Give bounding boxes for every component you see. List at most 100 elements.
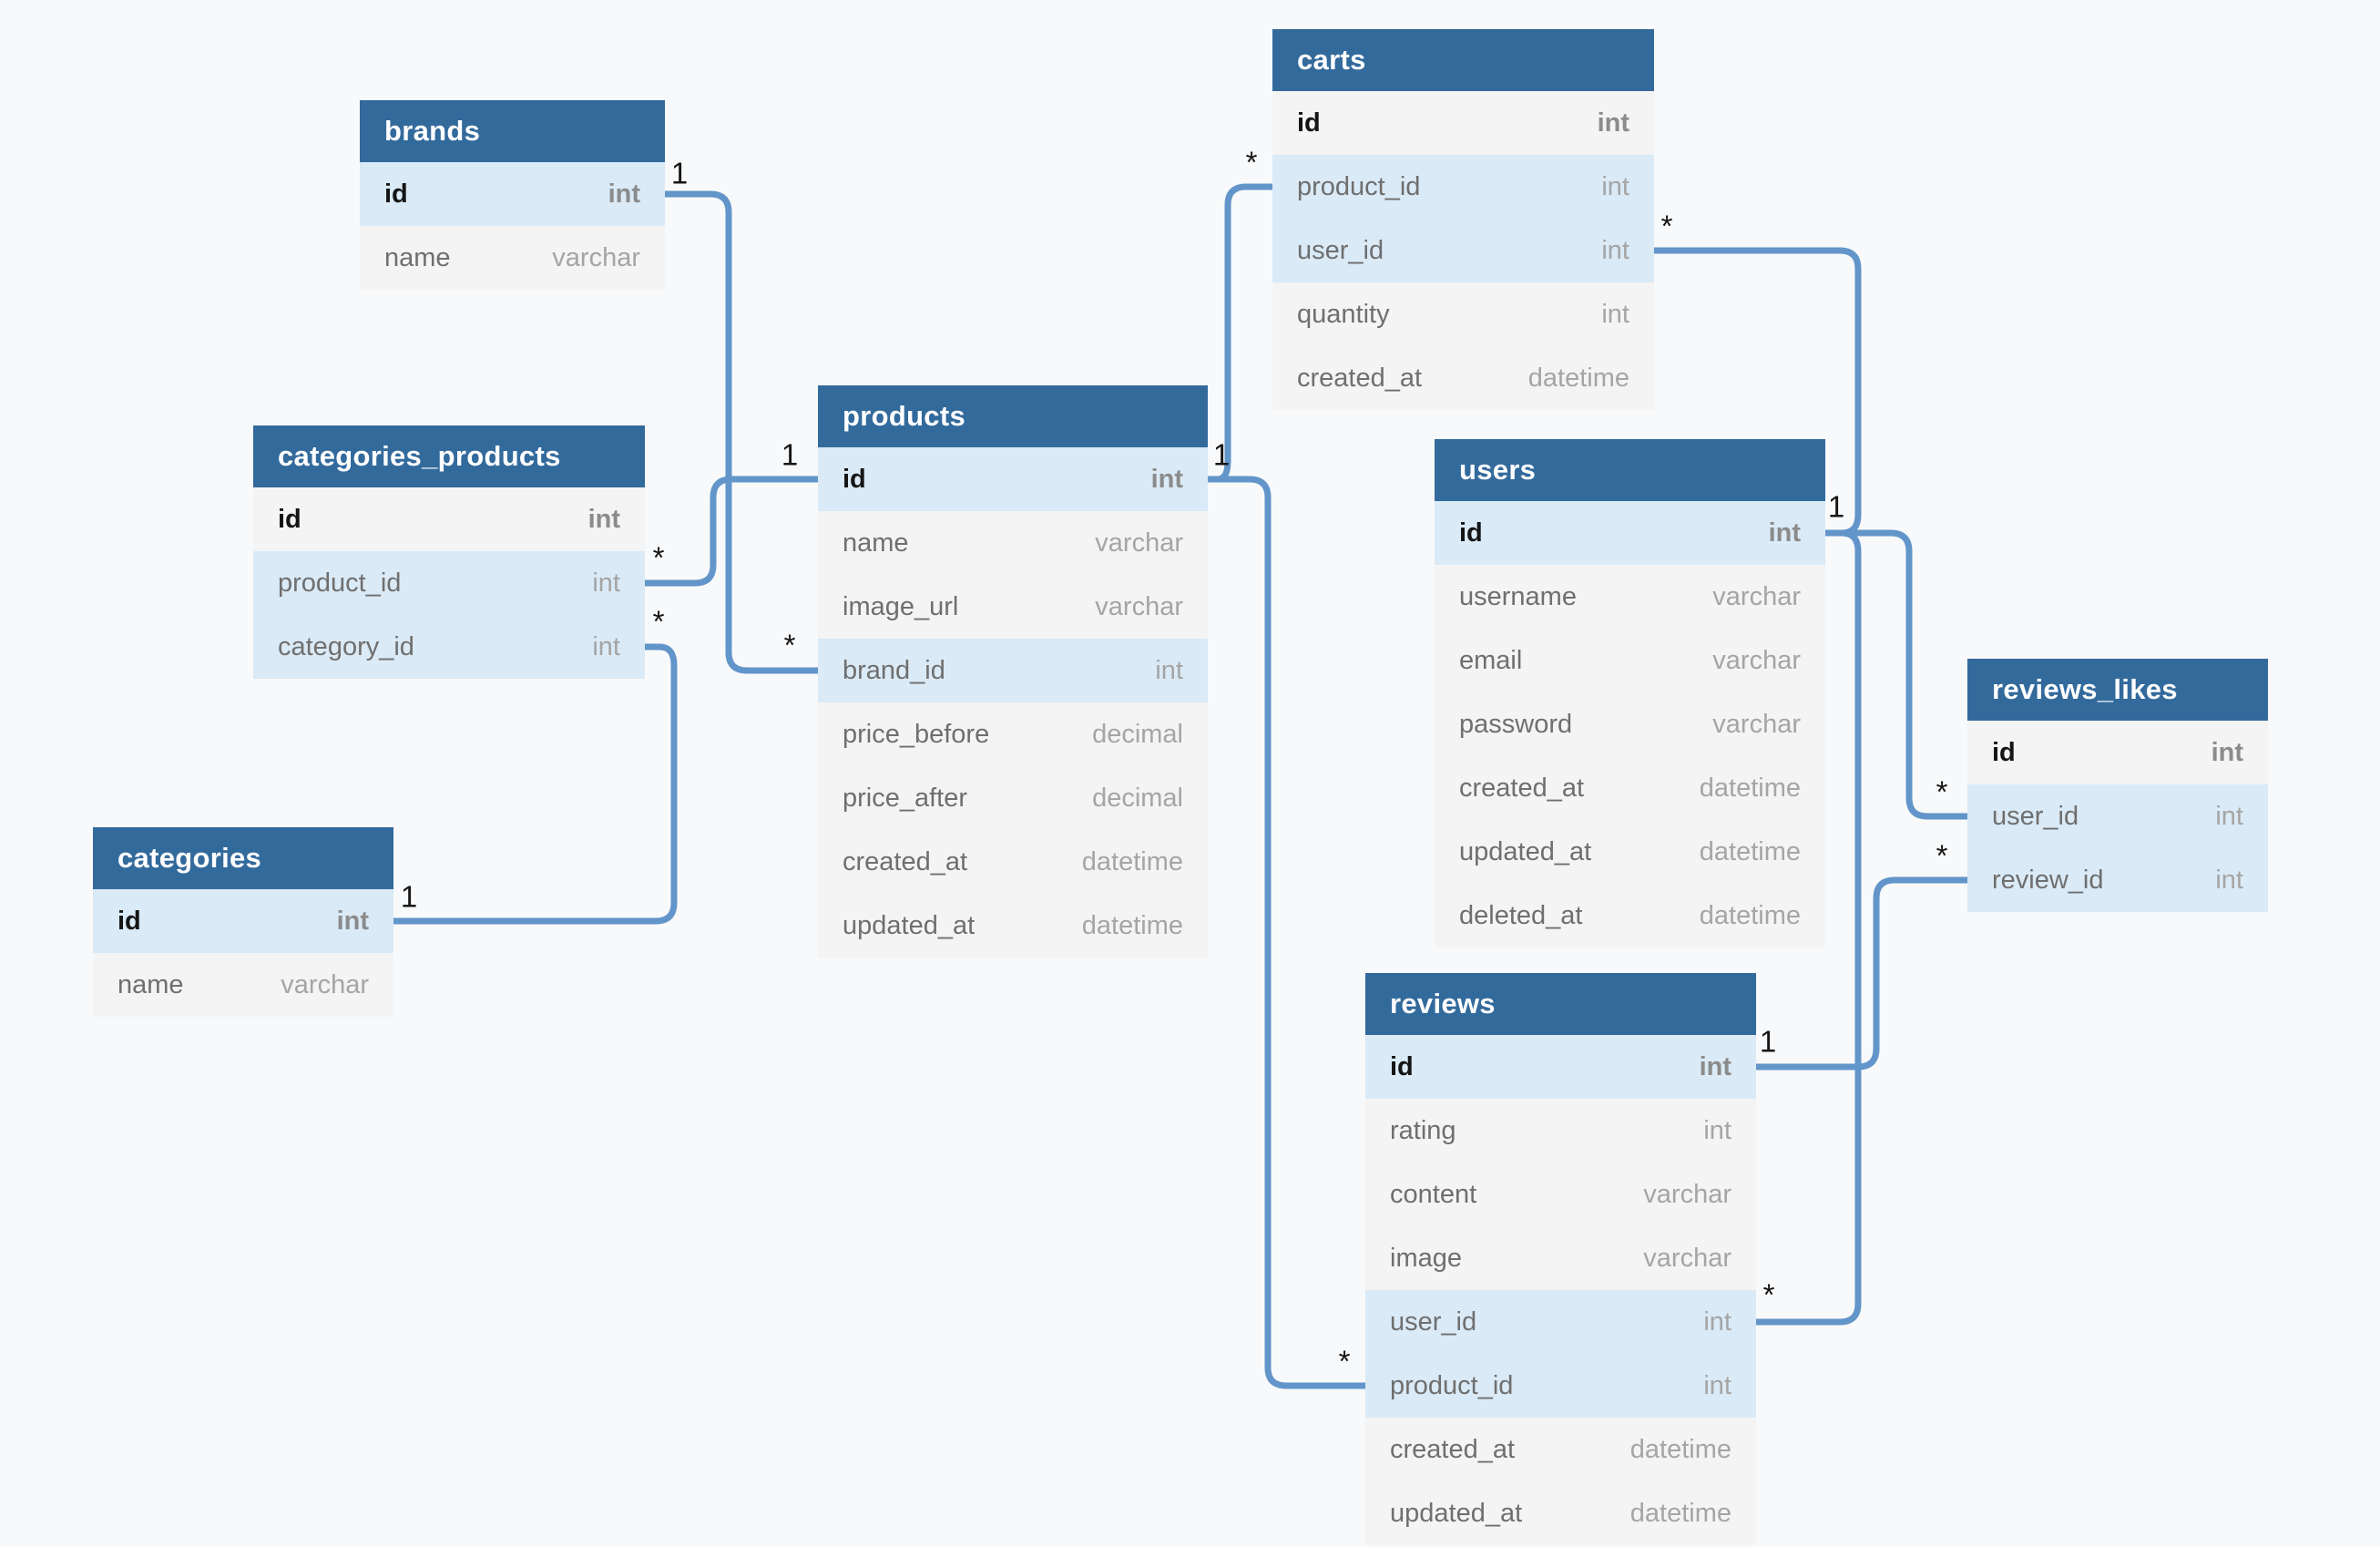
column-type: int — [2215, 801, 2243, 831]
column-row-products-name: name varchar — [818, 511, 1208, 575]
cardinality-label-reviews.id: 1 — [1759, 1024, 1777, 1059]
column-name: review_id — [1992, 865, 2104, 895]
column-name: id — [1459, 517, 1483, 548]
table-rows: id int username varchar email varchar pa… — [1435, 501, 1825, 948]
cardinality-label-reviews_likes.review_id: * — [1936, 838, 1948, 873]
column-type: datetime — [1629, 1498, 1731, 1528]
column-row-reviews-product_id: product_id int — [1365, 1354, 1756, 1418]
column-type: varchar — [1643, 1179, 1731, 1209]
column-row-categories_products-id: id int — [253, 487, 645, 551]
column-row-reviews_likes-id: id int — [1967, 721, 2268, 784]
entity-table-categories[interactable]: categories id int name varchar — [93, 827, 393, 1017]
cardinality-label-carts.user_id: * — [1660, 209, 1673, 243]
column-type: int — [1703, 1370, 1731, 1400]
entity-table-products[interactable]: products id int name varchar image_url v… — [818, 385, 1208, 958]
entity-table-reviews[interactable]: reviews id int rating int content varcha… — [1365, 973, 1756, 1545]
column-name: product_id — [1390, 1370, 1514, 1400]
entity-table-categories_products[interactable]: categories_products id int product_id in… — [253, 425, 645, 679]
column-row-reviews-created_at: created_at datetime — [1365, 1418, 1756, 1481]
column-row-reviews-user_id: user_id int — [1365, 1290, 1756, 1354]
column-name: name — [384, 242, 451, 272]
column-name: id — [384, 179, 408, 209]
table-header[interactable]: users — [1435, 439, 1825, 501]
table-header[interactable]: brands — [360, 100, 665, 162]
column-name: price_before — [843, 719, 990, 749]
cardinality-label-users.id: 1 — [1827, 489, 1845, 524]
table-header[interactable]: reviews — [1365, 973, 1756, 1035]
cardinality-label-categories_products.product_id: * — [652, 540, 665, 575]
column-name: brand_id — [843, 655, 945, 685]
column-row-products-price_after: price_after decimal — [818, 766, 1208, 830]
column-type: varchar — [1712, 709, 1801, 739]
entity-table-brands[interactable]: brands id int name varchar — [360, 100, 665, 290]
column-type: varchar — [1095, 591, 1183, 621]
column-type: varchar — [1712, 645, 1801, 675]
column-row-reviews-content: content varchar — [1365, 1163, 1756, 1226]
column-row-users-username: username varchar — [1435, 565, 1825, 629]
column-type: int — [1699, 1051, 1731, 1081]
table-header[interactable]: categories — [93, 827, 393, 889]
column-type: varchar — [281, 969, 369, 999]
table-header[interactable]: categories_products — [253, 425, 645, 487]
cardinality-label-reviews_likes.user_id: * — [1936, 774, 1948, 809]
column-row-categories_products-category_id: category_id int — [253, 615, 645, 679]
column-name: created_at — [1459, 773, 1585, 803]
table-header[interactable]: products — [818, 385, 1208, 447]
cardinality-label-carts.product_id: * — [1245, 145, 1258, 179]
table-title: reviews — [1390, 988, 1496, 1019]
entity-table-reviews_likes[interactable]: reviews_likes id int user_id int review_… — [1967, 659, 2268, 912]
column-row-reviews_likes-review_id: review_id int — [1967, 848, 2268, 912]
column-type: int — [1601, 235, 1629, 265]
cardinality-label-reviews.product_id: * — [1338, 1344, 1351, 1378]
column-row-carts-id: id int — [1272, 91, 1654, 155]
column-name: image_url — [843, 591, 959, 621]
column-name: id — [1297, 108, 1321, 138]
column-row-brands-id: id int — [360, 162, 665, 226]
column-type: int — [1703, 1115, 1731, 1145]
column-type: int — [1768, 517, 1801, 548]
column-name: rating — [1390, 1115, 1456, 1145]
column-row-users-updated_at: updated_at datetime — [1435, 820, 1825, 884]
column-name: id — [278, 504, 301, 534]
table-rows: id int user_id int review_id int — [1967, 721, 2268, 912]
column-row-users-email: email varchar — [1435, 629, 1825, 692]
table-title: categories — [117, 842, 262, 874]
column-type: int — [1155, 655, 1183, 685]
table-title: categories_products — [278, 440, 561, 472]
table-header[interactable]: carts — [1272, 29, 1654, 91]
column-name: name — [843, 528, 909, 558]
table-rows: id int rating int content varchar image … — [1365, 1035, 1756, 1545]
table-header[interactable]: reviews_likes — [1967, 659, 2268, 721]
column-row-carts-quantity: quantity int — [1272, 282, 1654, 346]
table-rows: id int product_id int category_id int — [253, 487, 645, 679]
column-type: int — [608, 179, 640, 209]
cardinality-label-products.id-right: 1 — [1212, 437, 1231, 472]
column-row-reviews-image: image varchar — [1365, 1226, 1756, 1290]
column-name: quantity — [1297, 299, 1390, 329]
relationship-line-carts.product_id-to-products.id — [1204, 183, 1276, 483]
relationship-line-categories_products.product_id-to-products.id — [641, 476, 822, 587]
column-name: updated_at — [843, 910, 975, 940]
entity-table-carts[interactable]: carts id int product_id int user_id int … — [1272, 29, 1654, 410]
cardinality-label-categories.id: 1 — [400, 879, 418, 914]
column-type: int — [1703, 1306, 1731, 1337]
column-row-products-id: id int — [818, 447, 1208, 511]
entity-table-users[interactable]: users id int username varchar email varc… — [1435, 439, 1825, 948]
cardinality-label-products.id-left: 1 — [781, 437, 799, 472]
column-name: username — [1459, 581, 1577, 611]
column-row-products-created_at: created_at datetime — [818, 830, 1208, 894]
column-row-carts-user_id: user_id int — [1272, 219, 1654, 282]
column-row-products-brand_id: brand_id int — [818, 639, 1208, 702]
cardinality-label-categories_products.category_id: * — [652, 604, 665, 639]
column-type: datetime — [1699, 836, 1801, 866]
column-name: id — [1992, 737, 2016, 767]
relationship-line-brands.id-to-products.brand_id — [661, 190, 822, 674]
column-row-brands-name: name varchar — [360, 226, 665, 290]
table-title: brands — [384, 115, 481, 147]
column-name: product_id — [1297, 171, 1421, 201]
column-name: id — [117, 906, 141, 936]
table-title: users — [1459, 454, 1537, 486]
column-name: id — [843, 464, 866, 494]
column-row-reviews-updated_at: updated_at datetime — [1365, 1481, 1756, 1545]
